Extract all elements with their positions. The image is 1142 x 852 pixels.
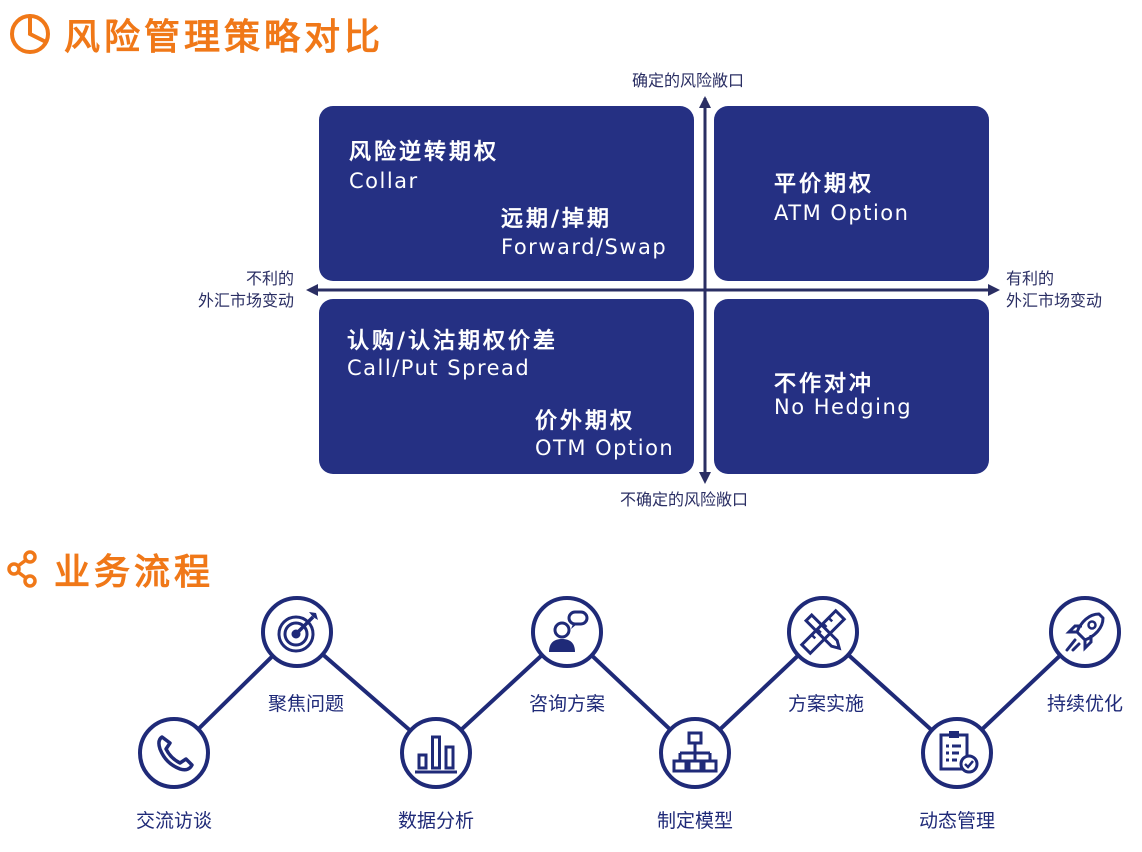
- process-title: 业务流程: [54, 552, 215, 593]
- step-7-label: 动态管理: [918, 810, 996, 832]
- quadrant-top-left: 风险逆转期权 Collar 远期/掉期 Forward/Swap: [319, 106, 694, 281]
- axis-label-right-line2: 外汇市场变动: [1006, 291, 1103, 310]
- axis-label-left-line1: 不利的: [245, 269, 294, 288]
- step-1-phone-icon: [138, 717, 210, 789]
- step-6-tools-icon: [787, 596, 859, 668]
- step-3-bar-chart-icon: [400, 717, 472, 789]
- strategy-forward-en: Forward/Swap: [501, 235, 668, 259]
- step-6-label: 方案实施: [787, 693, 865, 715]
- strategy-atm-zh: 平价期权: [774, 172, 875, 197]
- axis-label-right-line1: 有利的: [1006, 269, 1055, 288]
- pie-chart-icon: [10, 14, 50, 54]
- quadrant-bottom-left: 认购/认沽期权价差 Call/Put Spread 价外期权 OTM Optio…: [319, 299, 694, 474]
- strategy-nohedge-en: No Hedging: [774, 395, 913, 419]
- step-5-hierarchy-icon: [659, 717, 731, 789]
- quadrant-bottom-right: 不作对冲 No Hedging: [714, 299, 989, 474]
- step-3-label: 数据分析: [397, 810, 475, 832]
- matrix-heading: 风险管理策略对比: [8, 8, 384, 60]
- axis-label-top: 确定的风险敞口: [632, 71, 745, 90]
- strategy-spread-en: Call/Put Spread: [347, 356, 531, 380]
- quadrant-top-right: 平价期权 ATM Option: [714, 106, 989, 281]
- step-8-label: 持续优化: [1046, 693, 1124, 715]
- strategy-otm-en: OTM Option: [535, 436, 675, 460]
- step-1-label: 交流访谈: [135, 810, 213, 832]
- axis-label-left: 不利的 外汇市场变动: [168, 268, 294, 312]
- axis-label-right: 有利的 外汇市场变动: [1006, 268, 1102, 312]
- strategy-collar-en: Collar: [349, 169, 419, 193]
- share-icon: [7, 550, 37, 588]
- step-2-label: 聚焦问题: [267, 693, 345, 715]
- strategy-atm-en: ATM Option: [774, 201, 910, 225]
- step-7-checklist-icon: [921, 717, 993, 789]
- step-2-target-icon: [261, 596, 333, 668]
- strategy-nohedge-zh: 不作对冲: [774, 372, 875, 397]
- strategy-otm-zh: 价外期权: [535, 409, 636, 434]
- step-5-label: 制定模型: [656, 810, 734, 832]
- strategy-forward-zh: 远期/掉期: [501, 207, 613, 232]
- step-4-label: 咨询方案: [528, 693, 606, 715]
- axis-label-left-line2: 外汇市场变动: [197, 291, 294, 310]
- axis-label-bottom: 不确定的风险敞口: [620, 490, 749, 509]
- step-4-consultant-icon: [531, 596, 603, 668]
- matrix-title: 风险管理策略对比: [64, 17, 385, 58]
- strategy-collar-zh: 风险逆转期权: [349, 140, 500, 165]
- process-heading: 业务流程: [6, 543, 214, 595]
- strategy-spread-zh: 认购/认沽期权价差: [347, 329, 559, 354]
- step-8-rocket-icon: [1049, 596, 1121, 668]
